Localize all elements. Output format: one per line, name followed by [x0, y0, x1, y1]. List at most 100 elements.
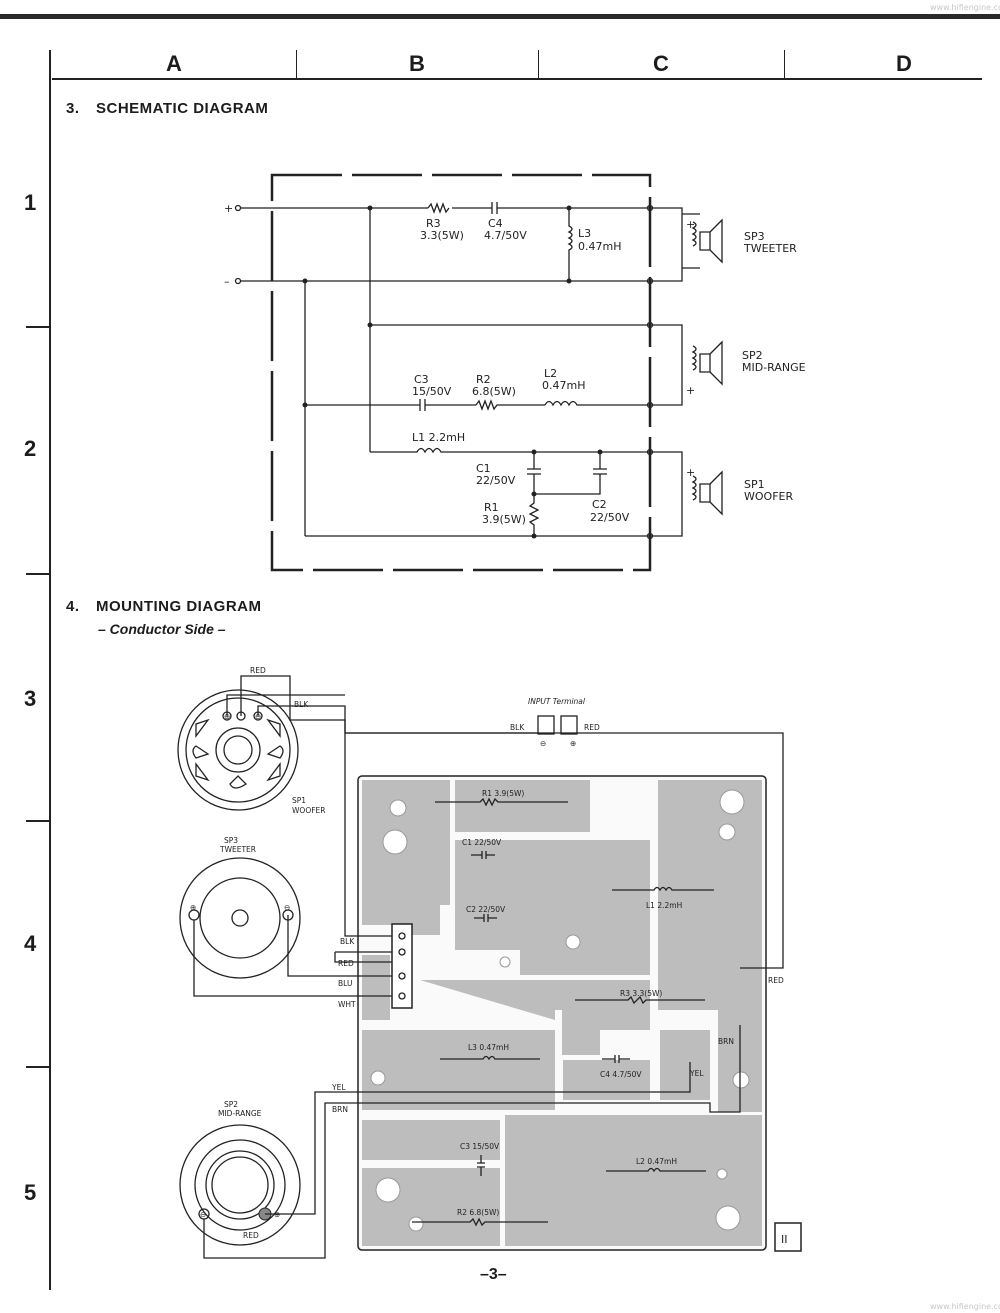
row-divider — [26, 820, 50, 822]
row-divider — [26, 326, 50, 328]
r1-label: R1 — [484, 501, 499, 514]
sp2-label: SP2 — [742, 349, 763, 362]
junction — [531, 491, 537, 497]
r2-label: R2 — [476, 373, 491, 386]
woofer-label: SP1 — [292, 796, 306, 805]
row-label-3: 3 — [24, 686, 37, 711]
pcb-c1-label: C1 22/50V — [462, 838, 502, 847]
svg-text:+: + — [686, 218, 695, 231]
wiring — [193, 675, 784, 1259]
pcb-l2-label: L2 0.47mH — [636, 1157, 677, 1166]
board-mark-box — [774, 1222, 802, 1252]
svg-text:+: + — [686, 384, 695, 397]
svg-text:⊖: ⊖ — [540, 739, 546, 748]
tweeter-label: SP3 — [224, 836, 238, 845]
svg-text:+: + — [686, 466, 695, 479]
input-minus-sign: – — [224, 275, 230, 288]
junction — [566, 278, 572, 284]
tweeter-symbol: + — [650, 207, 723, 282]
wire-yel-label-pcb: YEL — [689, 1069, 704, 1078]
wire-red-label-pcb: RED — [768, 976, 784, 985]
mounting-section-subtitle: – Conductor Side – — [98, 621, 226, 637]
midrange-drawing: ⊖⊕ — [179, 1124, 301, 1246]
junction — [302, 402, 308, 408]
svg-text:⊕: ⊕ — [190, 903, 196, 912]
page-number: –3– — [480, 1266, 507, 1283]
pcb-l1-label: L1 2.2mH — [646, 901, 682, 910]
row-divider — [26, 573, 50, 575]
wire-red-label: RED — [338, 959, 354, 968]
inductor-l2 — [544, 400, 650, 407]
svg-text:⊕: ⊕ — [224, 712, 230, 721]
row-label-4: 4 — [24, 931, 37, 956]
watermark-bottom: www.hifiengine.com — [930, 1302, 1000, 1311]
pcb-wire-terminals — [398, 932, 406, 1000]
wire-brn-label: BRN — [332, 1105, 348, 1114]
junction — [302, 278, 308, 284]
inductor-l3 — [567, 208, 573, 281]
c2-value: 22/50V — [590, 511, 630, 524]
r1-value: 3.9(5W) — [482, 513, 526, 526]
pcb-c2-label: C2 22/50V — [466, 905, 506, 914]
tweeter-name: TWEETER — [219, 845, 256, 854]
inductor-l1 — [370, 447, 650, 454]
enclosure-outline — [270, 173, 652, 572]
input-minus-terminal — [234, 277, 242, 285]
c1-value: 22/50V — [476, 474, 516, 487]
woofer-drawing: ⊕⊖ — [177, 689, 299, 811]
l2-label: L2 — [544, 367, 557, 380]
resistor-r2 — [475, 399, 545, 411]
input-red-label: RED — [584, 723, 600, 732]
pcb-mounting-holes — [370, 789, 750, 1232]
input-blk-label: BLK — [510, 723, 525, 732]
row-label-5: 5 — [24, 1180, 37, 1205]
c4-label: C4 — [488, 217, 503, 230]
column-label-d: D — [896, 51, 912, 76]
svg-text:⊖: ⊖ — [284, 903, 290, 912]
junction — [531, 449, 537, 455]
midrange-label: SP2 — [224, 1100, 238, 1109]
sp1-label: SP1 — [744, 478, 765, 491]
l1-label: L1 2.2mH — [412, 431, 465, 444]
r2-value: 6.8(5W) — [472, 385, 516, 398]
top-border-bar — [0, 14, 1000, 19]
wire-wht-label: WHT — [338, 1000, 356, 1009]
junction — [597, 449, 603, 455]
l2-value: 0.47mH — [542, 379, 585, 392]
board-mark: II — [781, 1233, 788, 1246]
junction — [566, 205, 572, 211]
input-terminal-label: INPUT Terminal — [528, 697, 586, 706]
wire-red-label-woofer: RED — [250, 666, 266, 675]
sp2-name: MID-RANGE — [742, 361, 806, 374]
capacitor-c4 — [452, 202, 650, 214]
input-plus-terminal — [234, 204, 242, 212]
c3-value: 15/50V — [412, 385, 452, 398]
l3-label: L3 — [578, 227, 591, 240]
input-terminal-positive — [560, 715, 578, 735]
c4-value: 4.7/50V — [484, 229, 527, 242]
wire-blu-label: BLU — [338, 979, 352, 988]
svg-text:⊖: ⊖ — [200, 1210, 206, 1219]
capacitor-c3 — [305, 399, 476, 411]
row-label-2: 2 — [24, 436, 37, 461]
grid-row-axis — [49, 50, 51, 1290]
svg-text:⊖: ⊖ — [255, 712, 261, 721]
grid-column-header: A B C D — [52, 50, 982, 80]
wire-blk-label-woofer: BLK — [294, 700, 309, 709]
junction — [367, 205, 373, 211]
r3-value: 3.3(5W) — [420, 229, 464, 242]
c1-r1-branch — [527, 452, 541, 536]
midrange-name: MID-RANGE — [218, 1109, 262, 1118]
input-terminal-negative — [537, 715, 555, 735]
woofer-name: WOOFER — [292, 806, 326, 815]
pcb-l3-label: L3 0.47mH — [468, 1043, 509, 1052]
pcb-r1-label: R1 3.9(5W) — [482, 789, 524, 798]
watermark-top: www.hifiengine.com — [930, 3, 1000, 12]
column-label-a: A — [52, 50, 297, 78]
wire-red-label-midrange: RED — [243, 1231, 259, 1240]
l3-value: 0.47mH — [578, 240, 621, 253]
sp3-name: TWEETER — [743, 242, 797, 255]
column-label-b: B — [296, 50, 539, 78]
